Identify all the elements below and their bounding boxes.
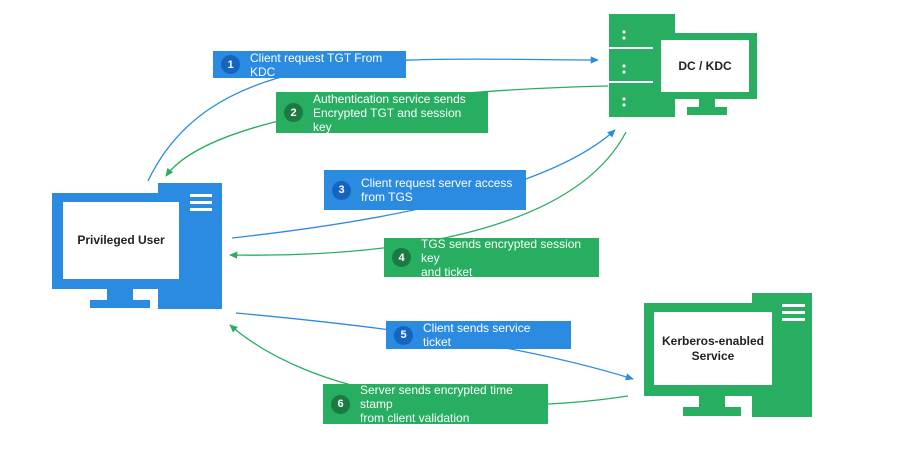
kdc-server-icon: [609, 14, 757, 117]
service-computer-icon: [644, 293, 812, 417]
step-2-label: 2 Authentication service sends Encrypted…: [276, 91, 488, 134]
step-6-number: 6: [331, 394, 350, 414]
step-4-number: 4: [392, 248, 411, 267]
step-2-number: 2: [284, 103, 303, 122]
step-6-text: Server sends encrypted time stamp from c…: [360, 383, 513, 425]
step-3-text: Client request server access from TGS: [361, 176, 513, 204]
step-1-label: 1 Client request TGT From KDC: [213, 50, 406, 79]
step-5-label: 5 Client sends service ticket: [386, 321, 571, 349]
kdc-label: DC / KDC: [678, 58, 732, 73]
step-3-number: 3: [332, 180, 351, 200]
step-4-text: TGS sends encrypted session key and tick…: [421, 236, 582, 279]
step-1-number: 1: [221, 55, 240, 74]
privileged-user-label: Privileged User: [77, 233, 165, 247]
step-4-label: 4 TGS sends encrypted session key and ti…: [384, 236, 599, 279]
step-2-text: Authentication service sends Encrypted T…: [313, 91, 466, 134]
step-5-number: 5: [394, 325, 413, 345]
service-label: Kerberos-enabled Service: [661, 333, 765, 363]
arrow-step-4: [229, 131, 627, 259]
privileged-user-computer-icon: [52, 183, 222, 309]
step-1-text: Client request TGT From KDC: [250, 50, 383, 79]
step-5-text: Client sends service ticket: [423, 321, 531, 349]
step-6-label: 6 Server sends encrypted time stamp from…: [323, 383, 548, 425]
step-3-label: 3 Client request server access from TGS: [324, 170, 526, 210]
